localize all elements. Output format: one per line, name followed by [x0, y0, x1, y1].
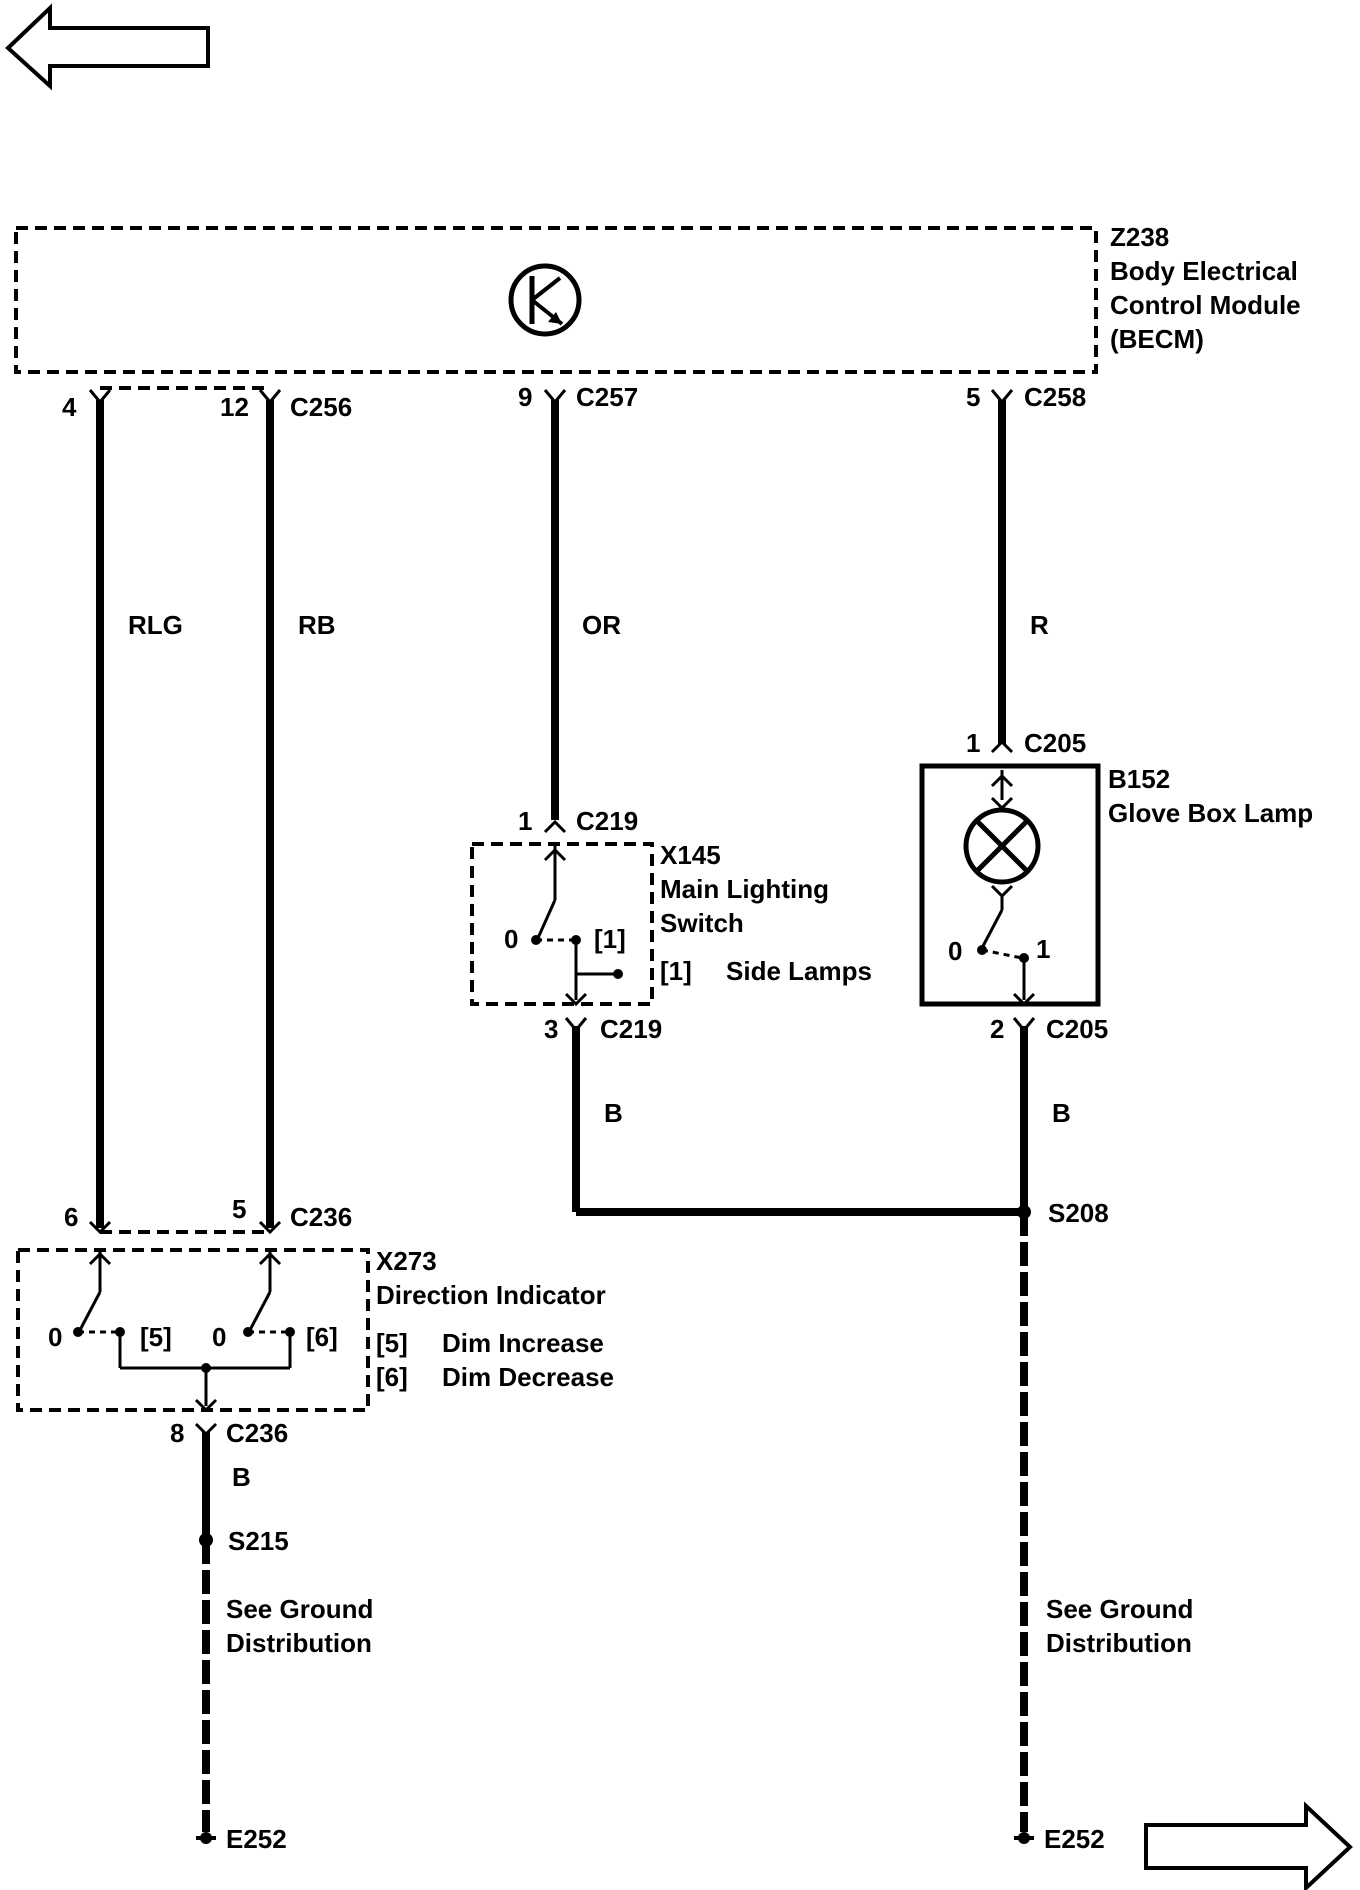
- c258-label: C258: [1024, 382, 1086, 412]
- c236-label-bottom: C236: [226, 1418, 288, 1448]
- c219-pin-3: 3: [544, 1014, 558, 1044]
- connector-c256: 4 12 C256: [62, 392, 352, 422]
- c219-pin-1: 1: [518, 806, 532, 836]
- ground-point-left: E252: [196, 1824, 287, 1854]
- wire-color-b-switch: B: [604, 1098, 623, 1128]
- c258-pin: 5: [966, 382, 980, 412]
- becm-id: Z238: [1110, 222, 1169, 252]
- direction-key-5: [5]: [376, 1328, 408, 1358]
- c256-label: C256: [290, 392, 352, 422]
- wire-color-rb: RB: [298, 610, 336, 640]
- c219-label-top: C219: [576, 806, 638, 836]
- wire-color-b-direction: B: [232, 1462, 251, 1492]
- splice-s208: S208: [1048, 1198, 1109, 1228]
- lamp-name: Glove Box Lamp: [1108, 798, 1313, 828]
- becm-name-line2: Control Module: [1110, 290, 1301, 320]
- ground-ref-right-2: Distribution: [1046, 1628, 1192, 1658]
- arrow-left-icon[interactable]: [5, 3, 210, 91]
- main-switch-name1: Main Lighting: [660, 874, 829, 904]
- direction-key-6: [6]: [376, 1362, 408, 1392]
- becm-module: Z238 Body Electrical Control Module (BEC…: [14, 222, 1301, 374]
- c205-pin-2: 2: [990, 1014, 1004, 1044]
- main-switch-id: X145: [660, 840, 721, 870]
- arrow-right-icon[interactable]: [1144, 1801, 1353, 1890]
- main-switch-legend-text: Side Lamps: [726, 956, 872, 986]
- c236-pin-5: 5: [232, 1194, 246, 1224]
- main-switch-pos1: [1]: [594, 924, 626, 954]
- main-switch-name2: Switch: [660, 908, 744, 938]
- c257-pin: 9: [518, 382, 532, 412]
- c205-label-top: C205: [1024, 728, 1086, 758]
- splice-s215: S215: [228, 1526, 289, 1556]
- c205-label-bottom: C205: [1046, 1014, 1108, 1044]
- wire-color-r: R: [1030, 610, 1049, 640]
- main-switch-legend-key: [1]: [660, 956, 692, 986]
- direction-name: Direction Indicator: [376, 1280, 606, 1310]
- becm-name-line3: (BECM): [1110, 324, 1204, 354]
- c236-label-top: C236: [290, 1202, 352, 1232]
- direction-text-6: Dim Decrease: [442, 1362, 614, 1392]
- c236-pin-6: 6: [64, 1202, 78, 1232]
- direction-pos0-a: 0: [48, 1322, 62, 1352]
- lamp-id: B152: [1108, 764, 1170, 794]
- c219-label-bottom: C219: [600, 1014, 662, 1044]
- wire-color-rlg: RLG: [128, 610, 183, 640]
- c205-pin-1: 1: [966, 728, 980, 758]
- connector-c257: 9 C257: [518, 382, 638, 412]
- c256-pin-4: 4: [62, 392, 77, 422]
- c256-pin-12: 12: [220, 392, 249, 422]
- c257-label: C257: [576, 382, 638, 412]
- glove-box-lamp: 1 C205 0 1 B152 Glove Box Lamp 2 C205: [919, 728, 1313, 1044]
- wire-color-or: OR: [582, 610, 621, 640]
- direction-indicator: 6 5 C236 0 [5] 0 [6] X273 Direction Indi…: [16, 1194, 614, 1448]
- ground-ref-right-1: See Ground: [1046, 1594, 1193, 1624]
- ground-point-right: E252: [1014, 1824, 1105, 1854]
- lamp-switch-pos0: 0: [948, 936, 962, 966]
- transistor-icon: [508, 263, 582, 337]
- direction-pos0-b: 0: [212, 1322, 226, 1352]
- ground-ref-left-1: See Ground: [226, 1594, 373, 1624]
- lamp-icon: [963, 807, 1041, 885]
- direction-id: X273: [376, 1246, 437, 1276]
- splice-s208-dot: [1017, 1205, 1031, 1219]
- ground-ref-left-2: Distribution: [226, 1628, 372, 1658]
- main-lighting-switch: 1 C219 0 [1] X145 Main Lighting Switch […: [470, 806, 872, 1044]
- direction-text-5: Dim Increase: [442, 1328, 604, 1358]
- connector-c258: 5 C258: [966, 382, 1086, 412]
- ground-label-right: E252: [1044, 1824, 1105, 1854]
- main-switch-pos0: 0: [504, 924, 518, 954]
- becm-name-line1: Body Electrical: [1110, 256, 1298, 286]
- direction-pos-5: [5]: [140, 1322, 172, 1352]
- ground-label-left: E252: [226, 1824, 287, 1854]
- direction-pos-6: [6]: [306, 1322, 338, 1352]
- c236-pin-8: 8: [170, 1418, 184, 1448]
- lamp-switch-pos1: 1: [1036, 934, 1050, 964]
- wire-color-b-lamp: B: [1052, 1098, 1071, 1128]
